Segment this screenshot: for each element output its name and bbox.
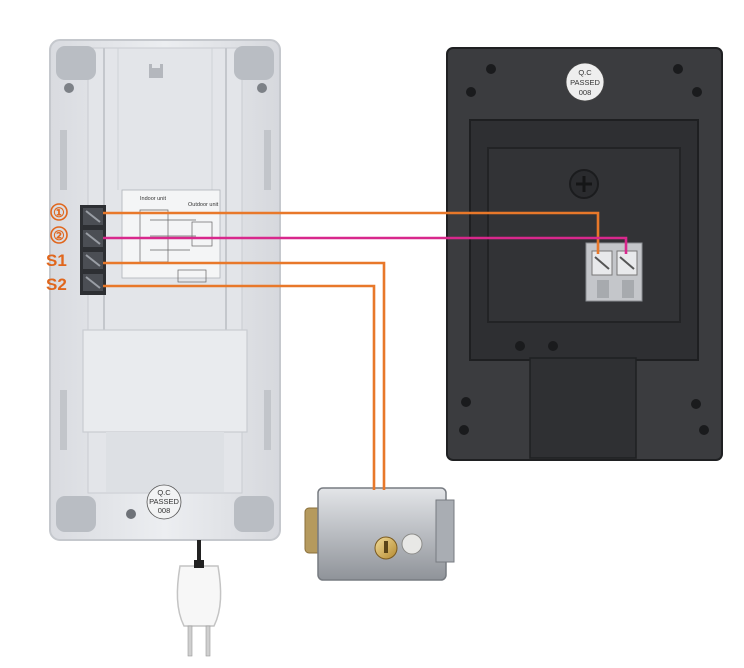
outdoor-terminal-block [585,242,643,302]
terminal-screw [83,230,103,247]
qc-sticker-indoor: Q.C PASSED 008 [146,484,182,520]
qc-sticker-outdoor: Q.C PASSED 008 [565,62,605,102]
svg-text:008: 008 [158,506,171,515]
terminal-2-label: ② [53,228,65,243]
terminal-s1-label: S1 [46,251,67,270]
terminal-1-label: ① [53,205,65,220]
indoor-unit-sticker-label: Indoor unit [140,196,166,202]
wire-terminal-s2 [103,284,376,490]
terminal-1-circle [50,203,68,221]
svg-text:Q.C: Q.C [578,68,592,77]
terminal-screw [83,252,103,269]
terminal-labels: ① ② S1 S2 [46,203,68,294]
svg-text:PASSED: PASSED [570,78,600,87]
terminal-s2-label: S2 [46,275,67,294]
outdoor-unit-sticker-label: Outdoor unit [188,202,219,208]
electric-lock [304,487,455,581]
indoor-unit: Indoor unit Outdoor unit Q.C PASSED 008 [49,39,281,564]
svg-text:PASSED: PASSED [149,497,179,506]
outdoor-unit: Q.C PASSED 008 [446,47,723,461]
terminal-screw [83,208,103,225]
lock-release-button [401,533,423,555]
svg-text:Q.C: Q.C [157,488,171,497]
terminal-screw [616,250,638,276]
wire-terminal-2 [103,236,628,254]
wire-terminal-s1 [103,261,386,490]
power-plug [176,560,222,657]
indoor-terminal-block [80,205,106,295]
terminal-screw [83,274,103,291]
terminal-screw [591,250,613,276]
terminal-2-circle [50,226,68,244]
svg-text:008: 008 [579,88,592,97]
wires [103,211,628,490]
lock-cylinder [374,536,398,560]
wire-terminal-1 [103,211,600,254]
